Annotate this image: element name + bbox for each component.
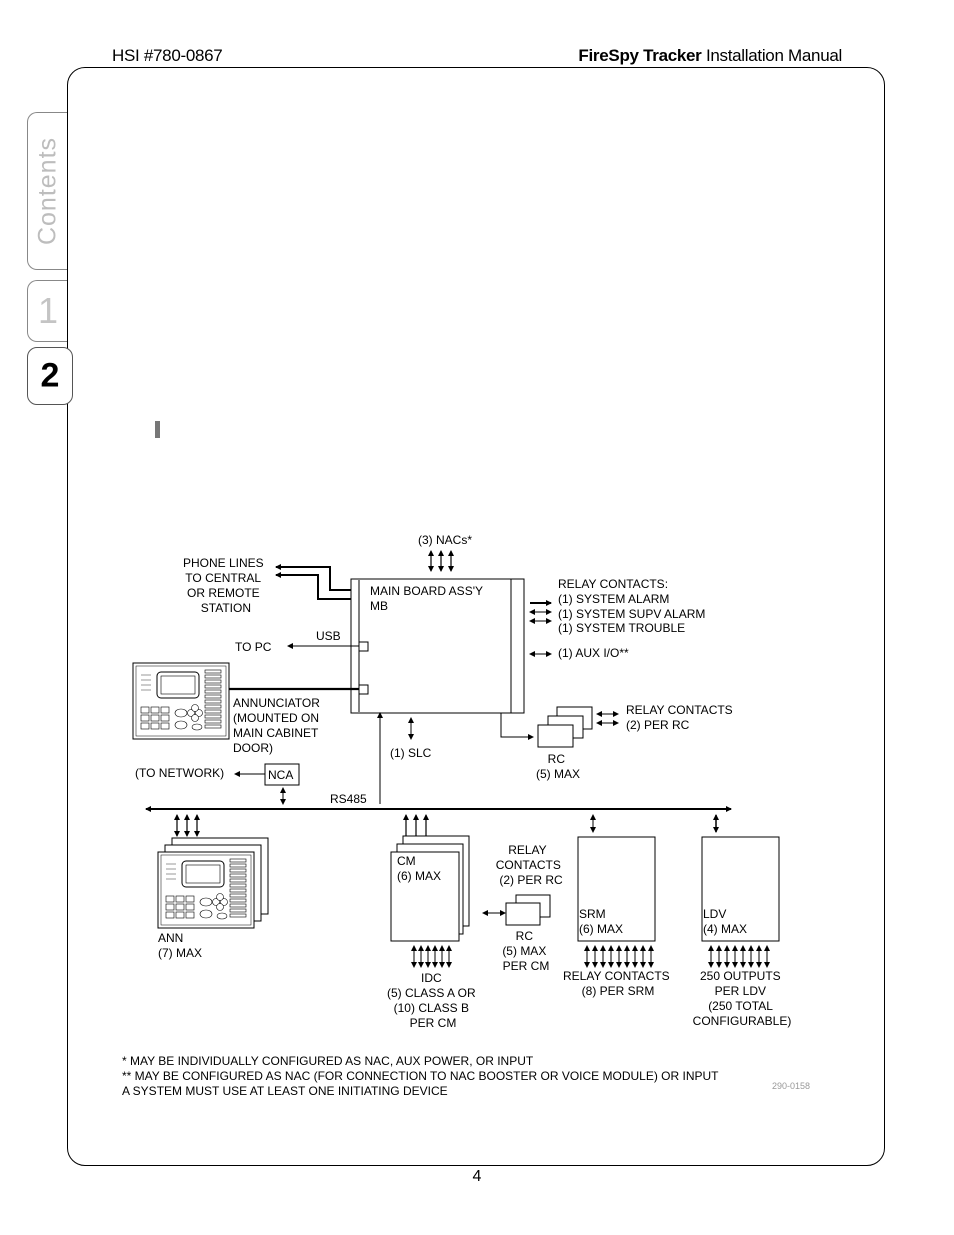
rc-cm-stack — [505, 894, 551, 926]
tab-chapter-1-label: 1 — [37, 290, 59, 331]
nca-label: NCA — [268, 768, 293, 782]
tab-contents[interactable]: Contents — [27, 112, 68, 270]
page-frame — [67, 67, 885, 1166]
phone-lines — [275, 564, 351, 600]
annunciator-port — [358, 684, 369, 695]
footnotes: * MAY BE INDIVIDUALLY CONFIGURED AS NAC,… — [122, 1054, 722, 1098]
tab-chapter-1[interactable]: 1 — [27, 280, 68, 342]
nac-arrows — [428, 550, 454, 572]
main-board-label: MAIN BOARD ASS'Y MB — [370, 584, 486, 613]
aux-io-label: (1) AUX I/O** — [558, 646, 629, 660]
annunciator-label: ANNUNCIATOR (MOUNTED ON MAIN CABINET DOO… — [233, 696, 323, 755]
relay-contact-arrows — [529, 600, 552, 657]
cm-label: CM (6) MAX — [397, 854, 441, 883]
usb-label: USB — [316, 629, 341, 643]
annunciator-panel-ann — [157, 851, 255, 929]
nacs-label: (3) NACs* — [418, 533, 472, 547]
to-pc-label: TO PC — [235, 640, 272, 654]
usb-port — [358, 641, 369, 652]
change-bar — [155, 421, 160, 438]
srm-box — [577, 836, 656, 942]
ldv-box — [701, 836, 780, 942]
page-number: 4 — [472, 1168, 482, 1185]
main-board-box — [350, 578, 525, 714]
ldv-outputs-label: 250 OUTPUTS PER LDV (250 TOTAL CONFIGURA… — [693, 969, 792, 1028]
document-id: HSI #780-0867 — [112, 46, 223, 65]
srm-label: SRM (6) MAX — [579, 907, 623, 936]
phone-lines-label: PHONE LINES TO CENTRAL OR REMOTE STATION — [183, 556, 267, 615]
rc-cm-label: RC (5) MAX PER CM — [502, 929, 549, 973]
manual-title: FireSpy Tracker Installation Manual — [578, 46, 842, 66]
figure-id: 290-0158 — [772, 1081, 810, 1091]
ann-label: ANN (7) MAX — [158, 931, 202, 960]
to-network-label: (TO NETWORK) — [135, 766, 224, 780]
rc-stack-top — [537, 706, 593, 748]
idc-label: IDC (5) CLASS A OR (10) CLASS B PER CM — [387, 971, 479, 1030]
slc-label: (1) SLC — [390, 746, 432, 760]
product-name: FireSpy Tracker — [578, 46, 702, 65]
annunciator-panel-main — [132, 662, 230, 740]
rc-top-label: RC (5) MAX — [536, 752, 580, 781]
tab-chapter-2[interactable]: 2 — [27, 347, 73, 405]
cm-stack — [390, 835, 470, 942]
relay-contacts-rc-label: RELAY CONTACTS (2) PER RC — [626, 703, 736, 732]
relay-contacts-main-label: RELAY CONTACTS: (1) SYSTEM ALARM (1) SYS… — [558, 577, 709, 635]
relay-contacts-cm-label: RELAY CONTACTS (2) PER RC — [496, 843, 564, 887]
manual-name: Installation Manual — [705, 46, 842, 65]
rs485-label: RS485 — [330, 792, 367, 806]
relay-contacts-srm-label: RELAY CONTACTS (8) PER SRM — [563, 969, 673, 998]
tab-chapter-2-label: 2 — [40, 356, 60, 395]
ldv-label: LDV (4) MAX — [703, 907, 747, 936]
